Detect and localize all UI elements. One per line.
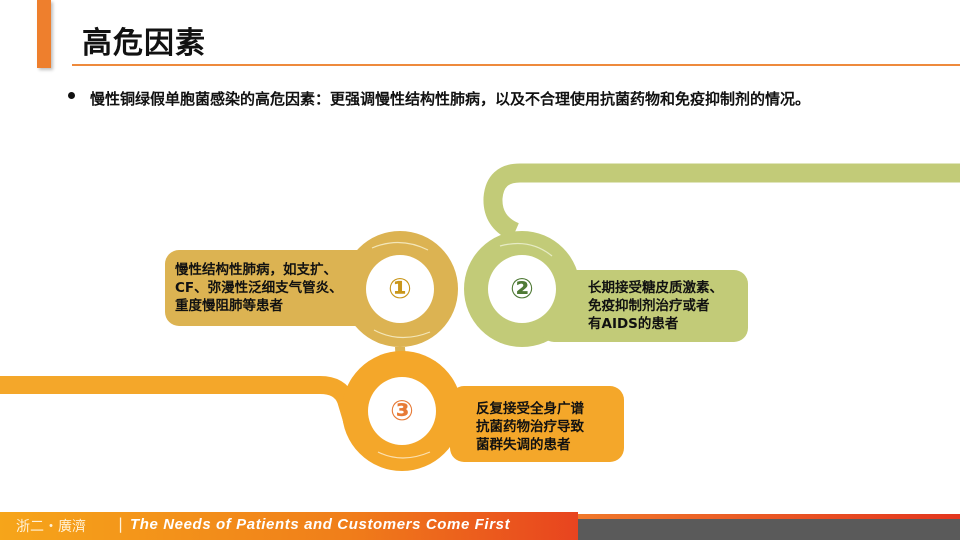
- footer-brand: 浙二・廣濟: [16, 519, 86, 535]
- bullet-dot-icon: [68, 92, 75, 99]
- footer-gray-bar: [578, 519, 960, 540]
- factor-3-text: 反复接受全身广谱 抗菌药物治疗导致 菌群失调的患者: [476, 401, 584, 453]
- factor-2-text: 长期接受糖皮质激素、 免疫抑制剂治疗或者 有AIDS的患者: [588, 280, 723, 332]
- footer-accent-line: [578, 514, 960, 519]
- factor-number-3: ③: [390, 394, 414, 427]
- intro-text: 慢性铜绿假单胞菌感染的高危因素：更强调慢性结构性肺病，以及不合理使用抗菌药物和免…: [90, 90, 811, 108]
- footer-separator: |: [118, 515, 124, 533]
- footer-slogan: The Needs of Patients and Customers Come…: [130, 516, 511, 533]
- page-title: 高危因素: [82, 26, 206, 61]
- footer-banner: [0, 512, 578, 540]
- title-accent-bar: [37, 0, 51, 68]
- factor-number-2: ②: [510, 272, 534, 305]
- factor-number-1: ①: [388, 272, 412, 305]
- factor-1-text: 慢性结构性肺病，如支扩、 CF、弥漫性泛细支气管炎、 重度慢阻肺等患者: [175, 262, 343, 314]
- title-underline: [72, 64, 960, 66]
